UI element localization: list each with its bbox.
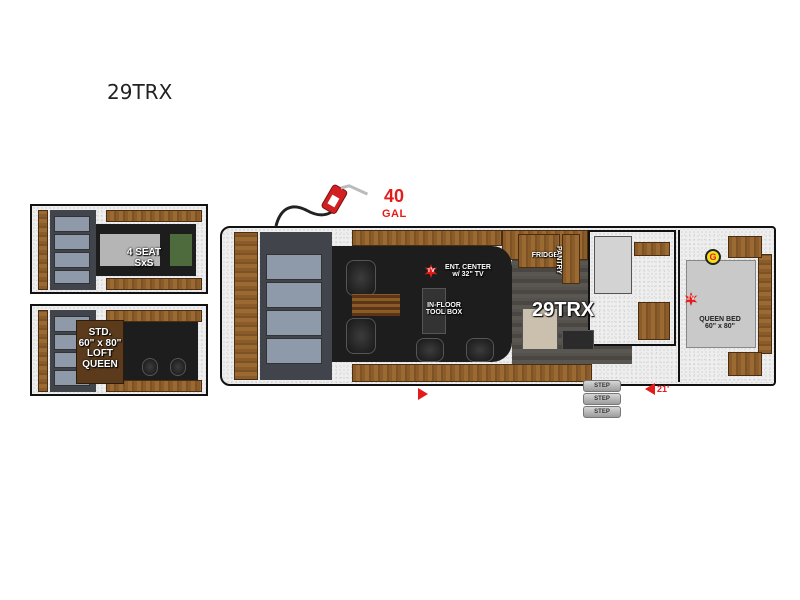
rear-ramp-wood	[234, 232, 258, 380]
fridge-label: FRIDGE	[531, 252, 559, 259]
fuel-capacity-value: 40	[384, 186, 405, 206]
garage-floor	[96, 224, 196, 276]
step: STEP	[583, 406, 621, 418]
awning-start-marker-icon	[418, 388, 428, 400]
in-floor-tool-box	[422, 288, 446, 334]
entry-steps: STEP STEP STEP	[583, 380, 621, 418]
awning-length: 21'	[657, 384, 670, 394]
pantry-label: PANTRY	[555, 246, 562, 274]
ramp-door	[50, 210, 96, 290]
fuel-capacity-unit: GAL	[382, 208, 407, 220]
generator-icon: G	[705, 249, 721, 265]
bathroom	[588, 230, 676, 346]
floorplan-title: 29TRX	[107, 80, 173, 104]
inset-loft-queen: STD. 60" x 80" LOFT QUEEN	[30, 304, 208, 396]
ent-center-label: ENT. CENTER w/ 32" TV	[445, 264, 491, 279]
loft-label: STD. 60" x 80" LOFT QUEEN	[78, 327, 122, 370]
fridge	[518, 234, 560, 268]
upper-cabinets	[352, 230, 502, 246]
queen-bed-label: QUEEN BED 60" x 80"	[699, 316, 741, 331]
kitchen-sink	[522, 308, 558, 350]
step: STEP	[583, 380, 621, 392]
queen-bed	[686, 260, 756, 348]
step: STEP	[583, 393, 621, 405]
model-name-label: 29TRX	[532, 299, 595, 321]
bedroom	[678, 230, 774, 382]
main-floorplan	[220, 226, 776, 386]
tool-box-label: IN-FLOOR TOOL BOX	[425, 302, 463, 317]
flip-sofa	[352, 294, 400, 316]
pantry	[562, 234, 580, 284]
shower	[594, 236, 632, 294]
vanity	[634, 242, 670, 256]
inset-garage-sxs: 4 SEAT SxS	[30, 204, 208, 294]
wardrobe	[758, 254, 772, 354]
sxs-vehicle	[100, 234, 160, 266]
awning-end-marker-icon	[645, 383, 655, 395]
living-floor	[332, 246, 512, 362]
lower-cabinets	[352, 364, 592, 382]
stove	[562, 330, 594, 350]
loft-bed	[76, 320, 124, 384]
sxs-label: 4 SEAT SxS	[126, 247, 162, 269]
ramp-door	[260, 232, 332, 380]
rear-ramp-wood	[38, 210, 48, 290]
fuel-pump-icon	[274, 184, 369, 227]
